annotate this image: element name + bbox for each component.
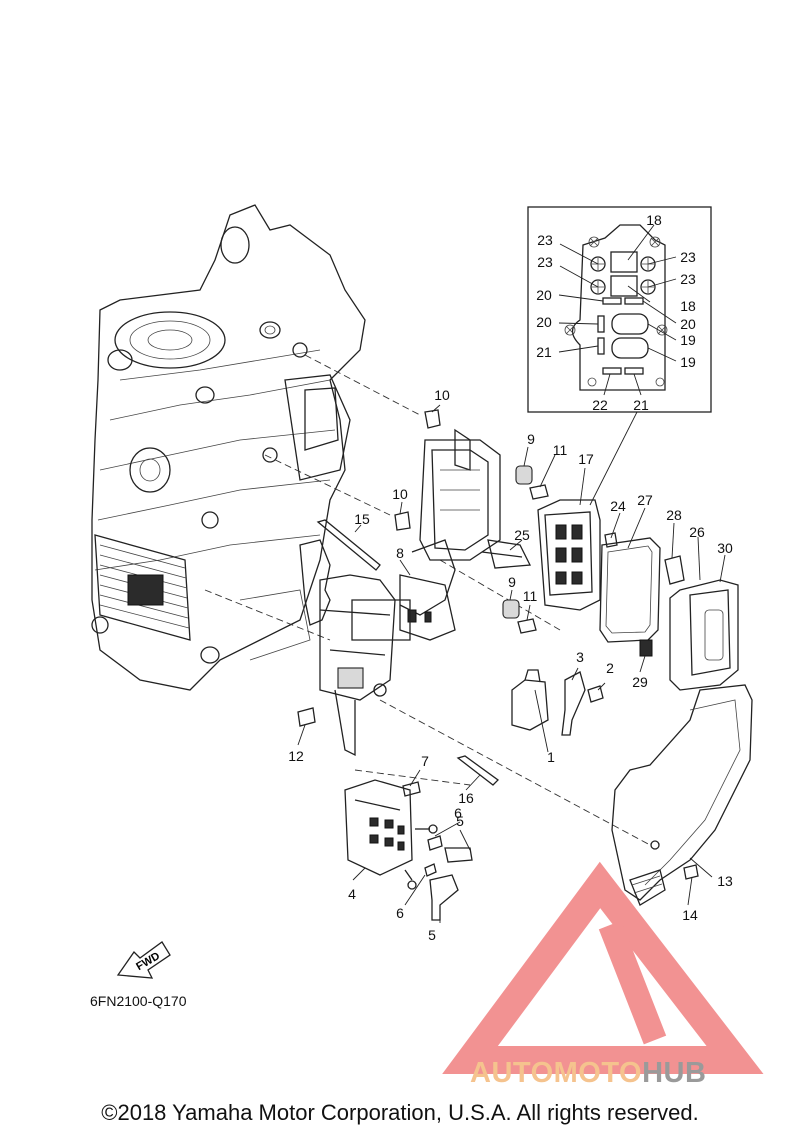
callout-label: 28	[666, 507, 682, 523]
cable-tie-upper	[316, 519, 381, 571]
callout-label: 21	[536, 344, 552, 360]
drawing-code: 6FN2100-Q170	[90, 993, 187, 1009]
callout-label: 17	[578, 451, 594, 467]
callout-label: 23	[680, 249, 696, 265]
callout-label: 23	[680, 271, 696, 287]
plate-assembly	[611, 684, 753, 906]
callout-label: 19	[680, 354, 696, 370]
brand-part-1: AUTOMOTO	[470, 1057, 643, 1089]
callout-label: 18	[646, 212, 662, 228]
callout-label: 23	[537, 254, 553, 270]
copyright-notice: ©2018 Yamaha Motor Corporation, U.S.A. A…	[101, 1100, 699, 1125]
callout-label: 25	[514, 527, 530, 543]
callout-label: 11	[523, 588, 538, 604]
callout-label: 21	[633, 397, 649, 413]
callout-label: 23	[537, 232, 553, 248]
callout-label: 20	[680, 316, 696, 332]
callout-labels: 1 2 3 4 5 5 6 6 7 8 9 9 10 10 11 11 12 1…	[288, 212, 733, 943]
regulator-assembly	[344, 779, 473, 921]
watermark-logo	[442, 861, 764, 1074]
watermark-brand: AUTOMOTOHUB	[470, 1057, 706, 1090]
callout-label: 29	[632, 674, 648, 690]
callout-label: 10	[434, 387, 450, 403]
callout-label: 9	[527, 431, 535, 447]
fwd-arrow-icon: FWD	[116, 941, 171, 979]
brand-part-2: HUB	[642, 1057, 707, 1089]
callout-label: 27	[637, 492, 653, 508]
callout-label: 19	[680, 332, 696, 348]
cable-tie-lower	[456, 755, 499, 786]
fuse-box-assembly	[537, 499, 618, 611]
callout-label: 5	[428, 927, 436, 943]
callout-label: 6	[454, 805, 462, 821]
cover-assembly	[639, 555, 739, 691]
bolt-part-12	[297, 707, 316, 727]
fasteners	[394, 409, 549, 634]
callout-label: 20	[536, 287, 552, 303]
callout-label: 18	[680, 298, 696, 314]
callout-label: 30	[717, 540, 733, 556]
callout-label: 16	[458, 790, 474, 806]
ecu-bracket	[399, 428, 501, 641]
callout-label: 3	[576, 649, 584, 665]
assembly-lines	[204, 354, 651, 846]
engine-block-illustration	[91, 204, 366, 691]
callout-label: 7	[421, 753, 429, 769]
callout-label: 11	[553, 442, 568, 458]
callout-label: 2	[606, 660, 614, 676]
callout-label: 24	[610, 498, 626, 514]
gasket-inner	[605, 545, 653, 634]
callout-label: 26	[689, 524, 705, 540]
callout-label: 20	[536, 314, 552, 330]
callout-label: 1	[547, 749, 555, 765]
callout-label: 8	[396, 545, 404, 561]
leader-lines	[297, 224, 726, 923]
callout-label: 22	[592, 397, 608, 413]
callout-label: 5	[456, 813, 464, 829]
callout-label: 4	[348, 886, 356, 902]
callout-label: 15	[354, 511, 370, 527]
relay-assembly	[511, 669, 604, 736]
ignition-unit-assembly	[299, 539, 411, 757]
callout-label: 14	[682, 907, 698, 923]
callout-label: 12	[288, 748, 304, 764]
gasket-outline	[599, 537, 661, 643]
callout-label: 9	[508, 574, 516, 590]
callout-label: 6	[396, 905, 404, 921]
callout-label: 10	[392, 486, 408, 502]
callout-label: 13	[717, 873, 733, 889]
